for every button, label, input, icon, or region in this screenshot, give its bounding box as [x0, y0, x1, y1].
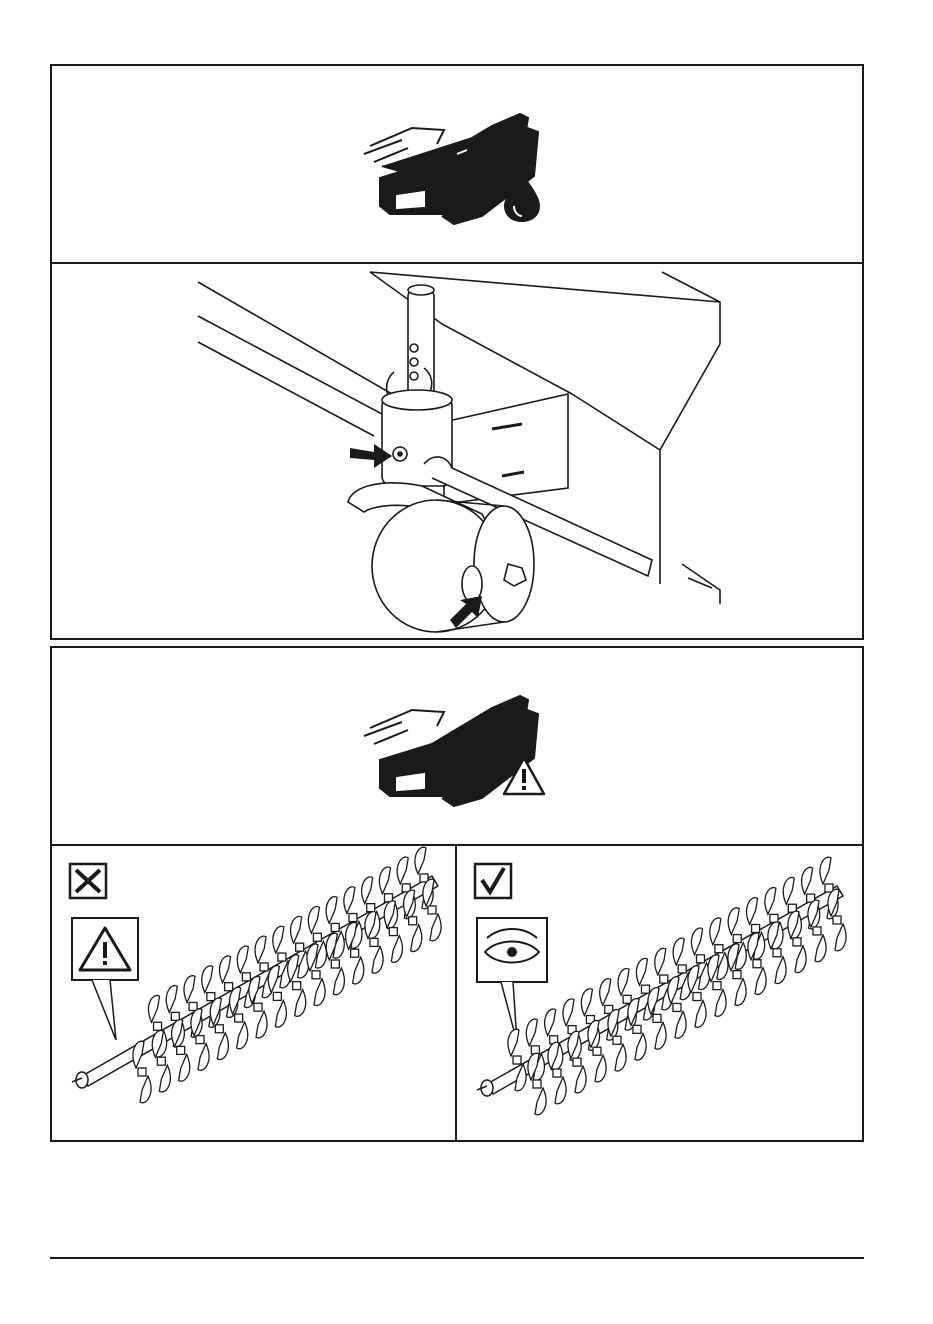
- tine-bolt: [196, 1036, 204, 1044]
- tine-bolt: [331, 960, 339, 968]
- tine-bolt: [593, 1047, 601, 1055]
- warning-header-panel: [50, 646, 864, 846]
- tine-bolt: [833, 916, 841, 924]
- tine-bolt: [313, 933, 321, 941]
- tine-bolt: [715, 945, 723, 953]
- tine-bolt: [793, 938, 801, 946]
- tine-bolt: [370, 938, 378, 946]
- tine-bolt: [278, 953, 286, 961]
- tine-bolt: [733, 971, 741, 979]
- correct-tines-panel: [455, 844, 864, 1142]
- tine-bolt: [349, 914, 357, 922]
- tine-bolt: [389, 928, 397, 936]
- tine-bolt: [753, 960, 761, 968]
- wheel-lubrication-panel: [50, 262, 864, 640]
- tine-bolt: [693, 993, 701, 1001]
- tine-bolt: [189, 1002, 197, 1010]
- tine-bolt: [752, 924, 760, 932]
- incorrect-tines-panel: [50, 844, 459, 1142]
- tine-bolt: [157, 1057, 165, 1065]
- tine-bolt: [296, 943, 304, 951]
- tine-bolt: [367, 904, 375, 912]
- tine-bolt: [351, 949, 359, 957]
- tine-bolt: [154, 1022, 162, 1030]
- tine-bolt: [770, 914, 778, 922]
- tine-bolt: [697, 955, 705, 963]
- tine-bolt: [641, 985, 649, 993]
- tine-bolt: [207, 993, 215, 1001]
- lubrication-header-panel: [50, 64, 864, 264]
- tine-bolt: [733, 935, 741, 943]
- tine-bolt: [513, 1056, 521, 1064]
- tine-bolt: [553, 1069, 561, 1077]
- correct-tines-illustration: [457, 846, 866, 1144]
- tine-bolt: [312, 971, 320, 979]
- warning-triangle-icon: [72, 918, 138, 1040]
- tine-group: [133, 847, 441, 1103]
- tine-bolt: [260, 963, 268, 971]
- tine-bolt: [613, 1036, 621, 1044]
- tine-bolt: [225, 983, 233, 991]
- check-mark-icon: [475, 864, 511, 898]
- tine-bolt: [773, 949, 781, 957]
- tine-bolt: [531, 1046, 539, 1054]
- tiller-warning-illustration: [52, 648, 866, 848]
- tine-bolt: [678, 965, 686, 973]
- tine-bolt: [138, 1068, 146, 1076]
- tine-bolt: [660, 975, 668, 983]
- tine-bolt: [428, 906, 436, 914]
- tine-bolt: [409, 917, 417, 925]
- wheel-assembly-illustration: [52, 264, 866, 642]
- tine-bolt: [633, 1025, 641, 1033]
- footer-rule: [50, 1257, 864, 1259]
- tine-bolt: [573, 1058, 581, 1066]
- incorrect-tines-illustration: [52, 846, 461, 1144]
- tine-bolt: [713, 982, 721, 990]
- tine-bolt: [293, 982, 301, 990]
- tine-bolt: [254, 1003, 262, 1011]
- tine-bolt: [215, 1025, 223, 1033]
- tine-bolt: [235, 1014, 243, 1022]
- tine-bolt: [177, 1046, 185, 1054]
- tiller-oil-illustration: [52, 66, 866, 266]
- tine-bolt: [273, 992, 281, 1000]
- tine-bolt: [623, 995, 631, 1003]
- tine-bolt: [171, 1012, 179, 1020]
- tine-bolt: [331, 923, 339, 931]
- tine-bolt: [813, 927, 821, 935]
- tine-group: [508, 857, 846, 1115]
- tine-bolt: [533, 1080, 541, 1088]
- tine-bolt: [653, 1014, 661, 1022]
- tine-bolt: [673, 1003, 681, 1011]
- cross-mark-icon: [70, 864, 106, 898]
- tine-bolt: [242, 973, 250, 981]
